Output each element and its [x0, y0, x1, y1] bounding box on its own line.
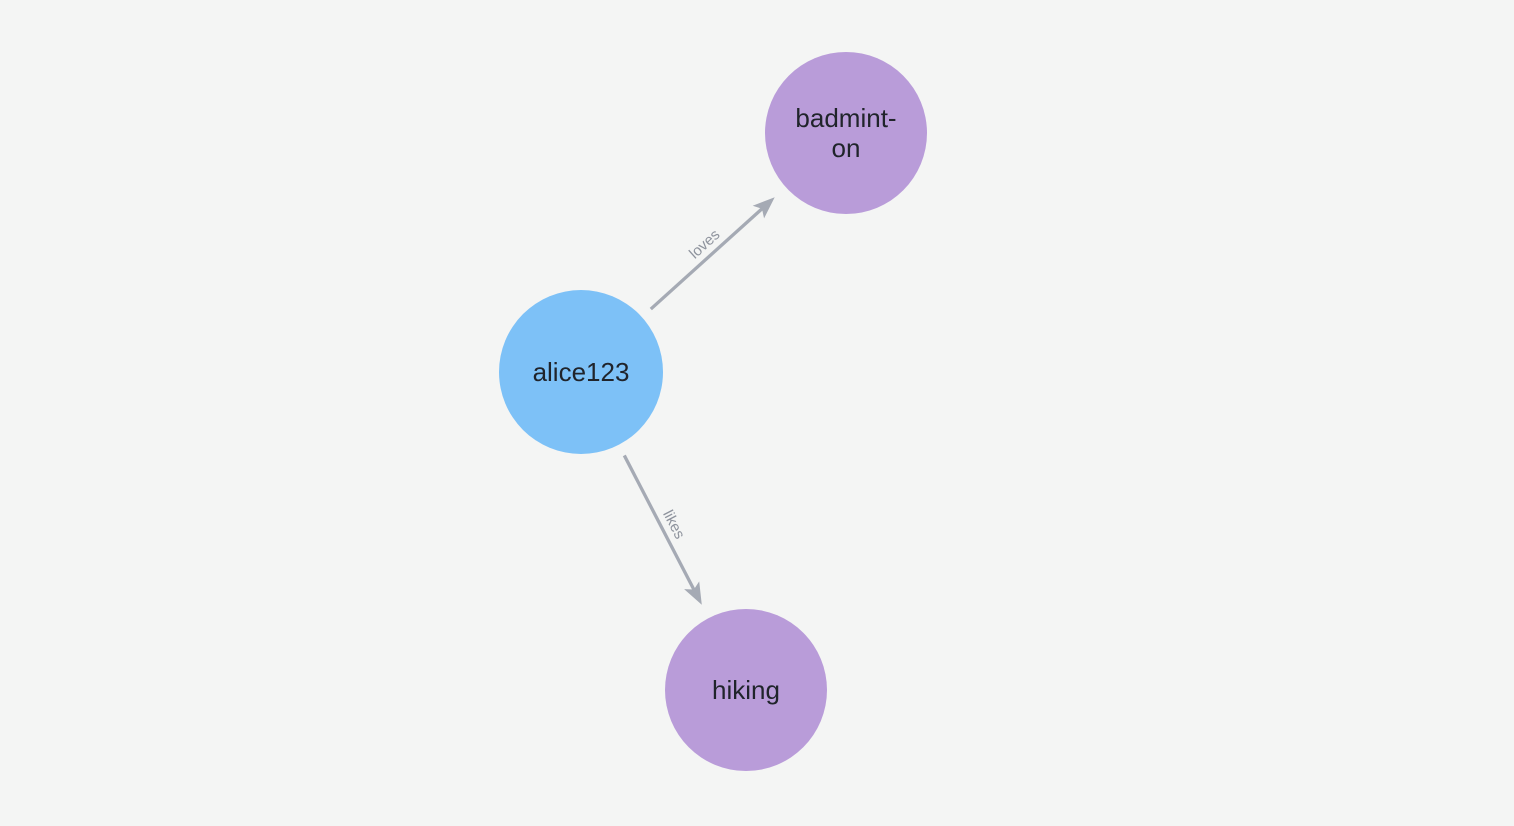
edge-arrowhead-loves — [752, 197, 775, 219]
graph-node-badminton[interactable]: badmint-on — [765, 52, 927, 214]
edge-label-loves[interactable]: loves — [686, 226, 723, 262]
node-circle-badminton[interactable] — [765, 52, 927, 214]
node-circle-hiking[interactable] — [665, 609, 827, 771]
node-circle-alice123[interactable] — [499, 290, 663, 454]
edge-line-loves[interactable] — [649, 206, 765, 311]
graph-node-alice123[interactable]: alice123 — [499, 290, 663, 454]
edge-loves[interactable]: loves — [649, 197, 775, 311]
edge-arrowhead-likes — [684, 581, 702, 605]
graph-node-hiking[interactable]: hiking — [665, 609, 827, 771]
edge-likes[interactable]: likes — [622, 454, 702, 605]
edge-line-likes[interactable] — [622, 454, 697, 592]
edge-label-likes[interactable]: likes — [659, 507, 688, 541]
